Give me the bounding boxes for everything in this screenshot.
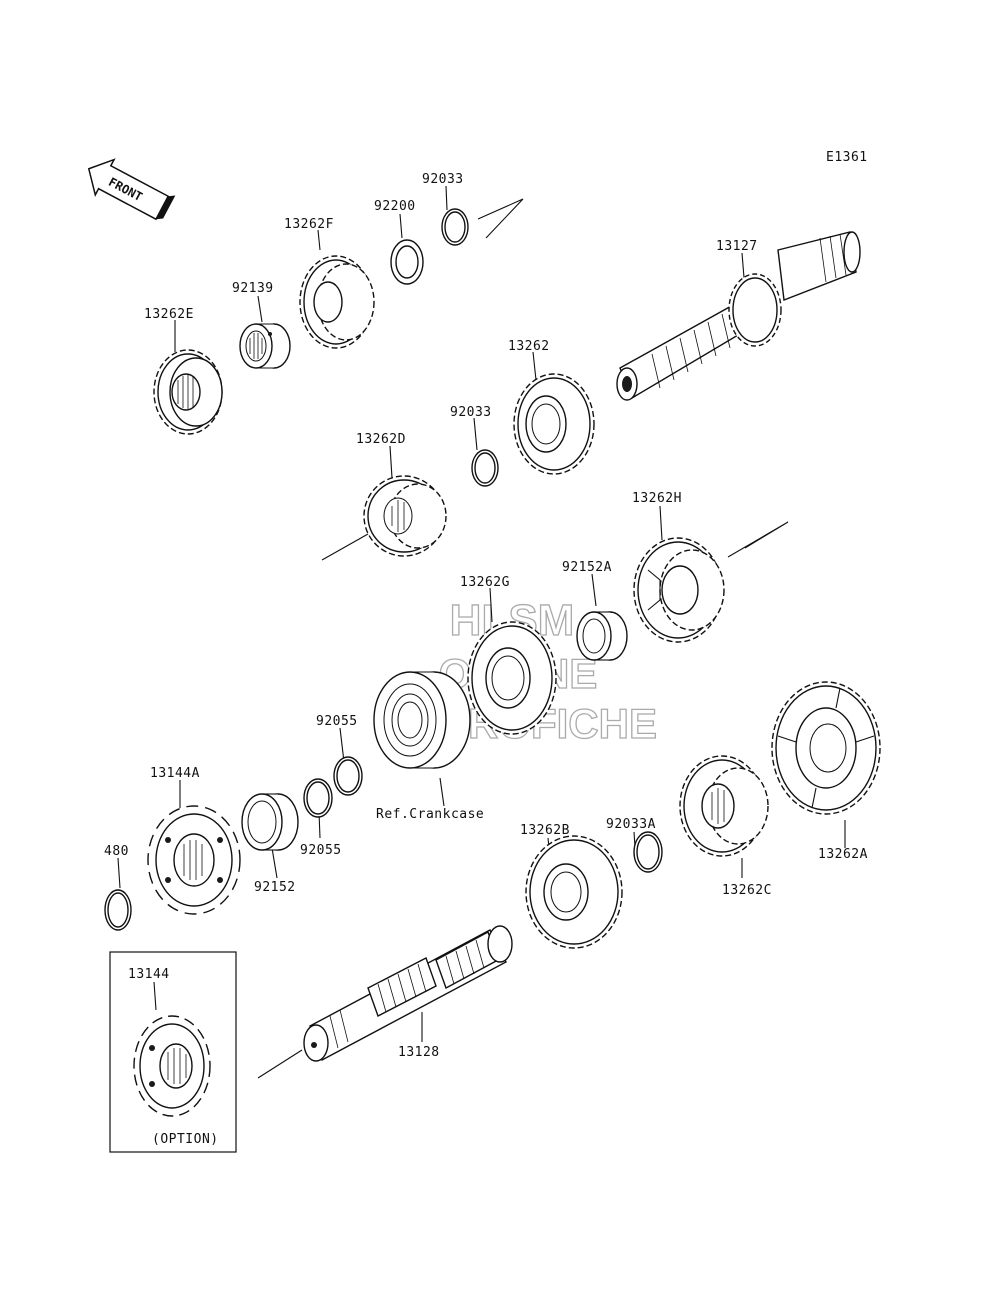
oring-92055-b[interactable] bbox=[303, 778, 333, 818]
label-92152A[interactable]: 92152A bbox=[562, 560, 612, 575]
label-13262H[interactable]: 13262H bbox=[632, 491, 682, 506]
gear-13262G[interactable] bbox=[467, 621, 557, 735]
label-13127[interactable]: 13127 bbox=[716, 239, 758, 254]
collar-92152A[interactable] bbox=[576, 611, 628, 661]
label-13128[interactable]: 13128 bbox=[398, 1045, 440, 1060]
option-box: (OPTION) bbox=[109, 951, 237, 1153]
diagram-code: E1361 bbox=[826, 150, 868, 165]
gear-13262F[interactable] bbox=[299, 255, 375, 349]
label-92055-a[interactable]: 92055 bbox=[316, 714, 358, 729]
circlip-92033-mid[interactable] bbox=[471, 449, 499, 487]
part-labels: 13262E 92139 13262F 92200 92033 13127 13… bbox=[104, 172, 868, 1060]
label-13262D[interactable]: 13262D bbox=[356, 432, 406, 447]
collar-92152[interactable] bbox=[241, 793, 299, 851]
sprocket-13144[interactable] bbox=[133, 1015, 211, 1117]
circlip-92033A[interactable] bbox=[633, 831, 663, 873]
option-label: (OPTION) bbox=[152, 1132, 219, 1147]
label-92033A[interactable]: 92033A bbox=[606, 817, 656, 832]
gear-13262[interactable] bbox=[513, 373, 595, 475]
oring-92055-a[interactable] bbox=[333, 756, 363, 796]
shaft-13128[interactable] bbox=[303, 925, 513, 1062]
circlip-92033-top[interactable] bbox=[441, 208, 469, 246]
sprocket-13144A[interactable] bbox=[147, 805, 241, 915]
label-13262E[interactable]: 13262E bbox=[144, 307, 194, 322]
bearing-ref-crankcase bbox=[373, 671, 471, 769]
bearing-92139[interactable] bbox=[239, 323, 291, 369]
label-92033-top[interactable]: 92033 bbox=[422, 172, 464, 187]
label-13144[interactable]: 13144 bbox=[128, 967, 170, 982]
label-480[interactable]: 480 bbox=[104, 844, 129, 859]
gear-13262A[interactable] bbox=[771, 681, 881, 815]
gear-13262B[interactable] bbox=[525, 835, 623, 949]
label-13262[interactable]: 13262 bbox=[508, 339, 550, 354]
label-92033-mid[interactable]: 92033 bbox=[450, 405, 492, 420]
label-13262A[interactable]: 13262A bbox=[818, 847, 868, 862]
label-92055-b[interactable]: 92055 bbox=[300, 843, 342, 858]
gear-13262D[interactable] bbox=[363, 475, 447, 557]
label-13262G[interactable]: 13262G bbox=[460, 575, 510, 590]
label-92139[interactable]: 92139 bbox=[232, 281, 274, 296]
label-13262B[interactable]: 13262B bbox=[520, 823, 570, 838]
label-13262C[interactable]: 13262C bbox=[722, 883, 772, 898]
gear-13262E[interactable] bbox=[153, 349, 223, 435]
label-13262F[interactable]: 13262F bbox=[284, 217, 334, 232]
washer-92200[interactable] bbox=[390, 239, 424, 285]
label-ref-crankcase[interactable]: Ref.Crankcase bbox=[376, 807, 484, 822]
label-92200[interactable]: 92200 bbox=[374, 199, 416, 214]
axis-lines bbox=[257, 198, 789, 1079]
label-92152[interactable]: 92152 bbox=[254, 880, 296, 895]
gear-13262C[interactable] bbox=[679, 755, 769, 857]
shaft-13127[interactable] bbox=[616, 231, 861, 401]
front-arrow-icon: FRONT bbox=[87, 158, 176, 221]
gear-13262H[interactable] bbox=[633, 537, 725, 643]
circlip-480[interactable] bbox=[104, 889, 132, 931]
label-13144A[interactable]: 13144A bbox=[150, 766, 200, 781]
